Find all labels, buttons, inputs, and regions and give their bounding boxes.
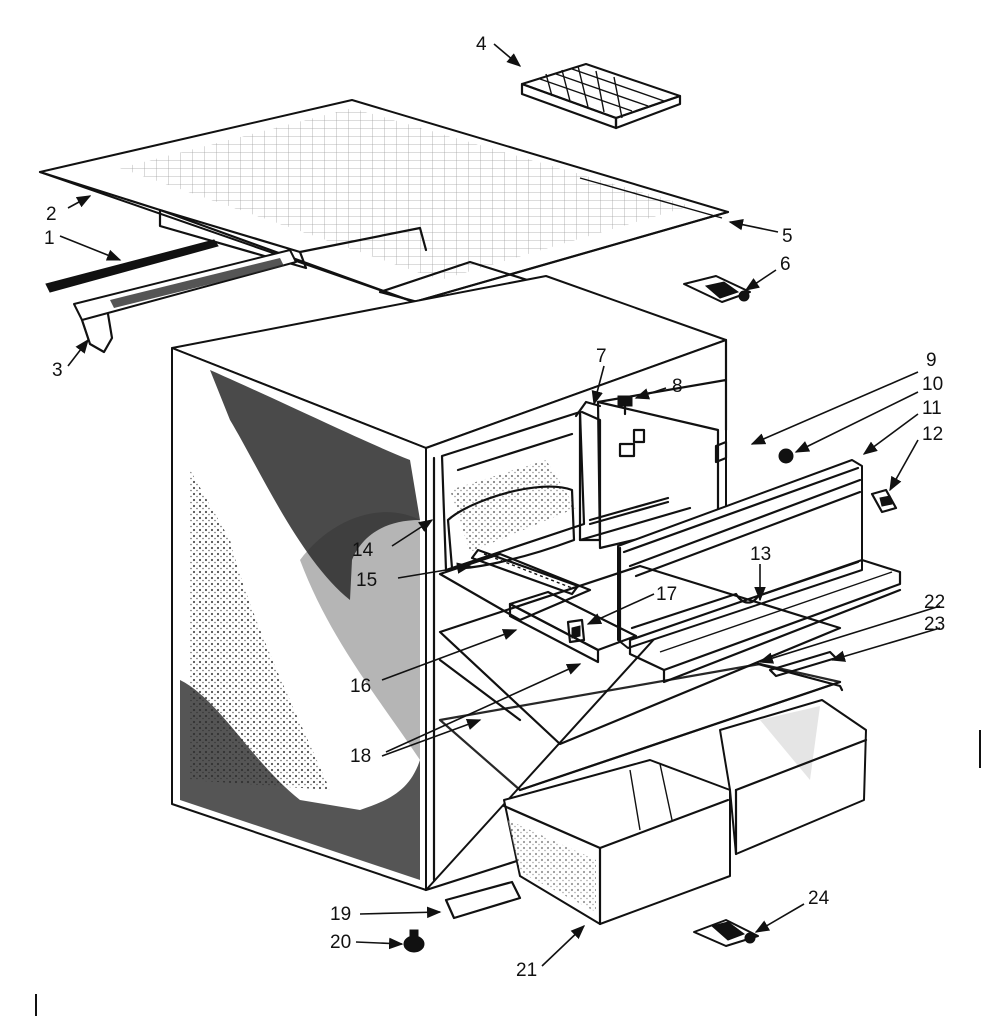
callout-1: 1 bbox=[44, 228, 55, 249]
kick-plate-part-19 bbox=[444, 880, 522, 920]
callout-2: 2 bbox=[46, 204, 57, 225]
callout-23: 23 bbox=[924, 614, 945, 635]
latch-part-12 bbox=[870, 488, 898, 514]
callout-21: 21 bbox=[516, 960, 537, 981]
callout-18: 18 bbox=[350, 746, 371, 767]
screw-part-8 bbox=[617, 395, 633, 416]
hinge-part-6 bbox=[683, 275, 751, 303]
callout-15: 15 bbox=[356, 570, 377, 591]
callout-22: 22 bbox=[924, 592, 945, 613]
callout-16: 16 bbox=[350, 676, 371, 697]
callout-8: 8 bbox=[672, 376, 683, 397]
callout-13: 13 bbox=[750, 544, 771, 565]
leveling-foot-part-20 bbox=[403, 929, 425, 953]
callout-19: 19 bbox=[330, 904, 351, 925]
callout-labels: 1 2 3 4 5 6 7 8 9 10 11 12 13 14 15 16 1… bbox=[44, 34, 945, 981]
crisper-drawer-part-21 bbox=[502, 759, 731, 926]
callout-9: 9 bbox=[926, 350, 937, 371]
callout-12: 12 bbox=[922, 424, 943, 445]
callout-24: 24 bbox=[808, 888, 830, 909]
freezer-liner-part-14 bbox=[440, 410, 586, 572]
thermostat-bar-part-15 bbox=[470, 548, 580, 596]
lower-hinge-part-24 bbox=[693, 919, 759, 947]
callout-14: 14 bbox=[352, 540, 374, 561]
callout-5: 5 bbox=[782, 226, 793, 247]
callout-6: 6 bbox=[780, 254, 791, 275]
trim-strip-part-1 bbox=[45, 239, 219, 293]
callout-11: 11 bbox=[922, 398, 942, 419]
crisper-cover-part-22 bbox=[438, 662, 844, 792]
door-liner-part-13 bbox=[628, 558, 902, 684]
front-grille-part-3 bbox=[73, 249, 297, 354]
knob-part-10 bbox=[778, 448, 794, 464]
ice-tray-part-4 bbox=[520, 63, 682, 130]
callout-17: 17 bbox=[656, 584, 677, 605]
top-cover-part-2 bbox=[38, 99, 730, 310]
crisper-drawer-right bbox=[719, 699, 868, 856]
callout-3: 3 bbox=[52, 360, 63, 381]
leader-lines bbox=[59, 43, 941, 967]
shelf-upper-part-18 bbox=[438, 552, 592, 622]
callout-7: 7 bbox=[596, 346, 607, 367]
callout-10: 10 bbox=[922, 374, 943, 395]
callout-4: 4 bbox=[476, 34, 487, 55]
callout-20: 20 bbox=[330, 932, 351, 953]
tray-clip-part-17 bbox=[566, 618, 586, 644]
